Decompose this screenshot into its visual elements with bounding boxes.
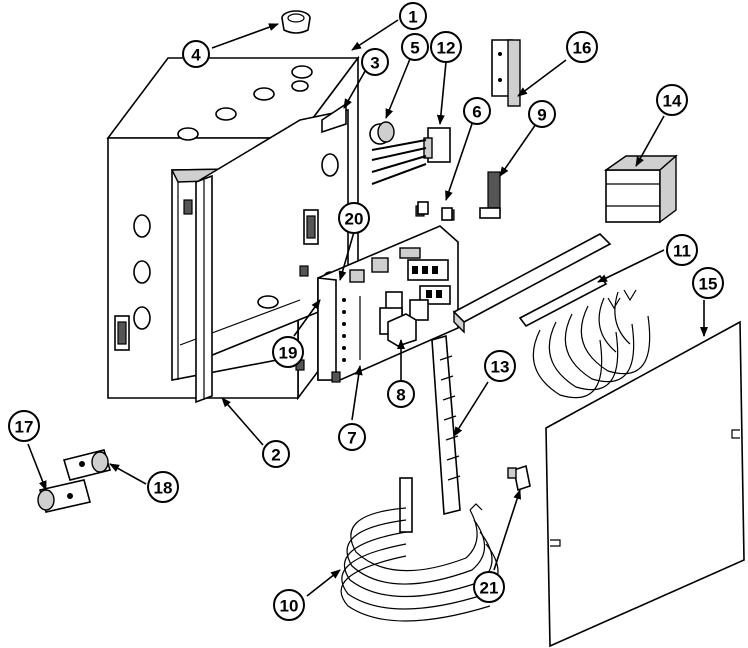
callout-1: 1 — [399, 2, 427, 30]
callout-12: 12 — [430, 31, 462, 63]
svg-text:3: 3 — [370, 54, 379, 73]
svg-text:8: 8 — [396, 386, 405, 405]
callout-16: 16 — [566, 31, 598, 63]
callout-11: 11 — [666, 234, 698, 266]
svg-text:16: 16 — [573, 39, 592, 58]
svg-text:1: 1 — [408, 8, 417, 27]
transformer — [603, 154, 678, 224]
side-rail — [321, 102, 347, 134]
cover-plug — [507, 464, 531, 492]
cover-panel — [545, 320, 745, 648]
callout-18: 18 — [147, 471, 179, 503]
svg-text:15: 15 — [699, 275, 718, 294]
circuit-board — [295, 205, 459, 383]
callout-9: 9 — [528, 100, 556, 128]
svg-text:10: 10 — [280, 597, 299, 616]
svg-text:20: 20 — [345, 210, 364, 229]
callout-13: 13 — [484, 350, 516, 382]
svg-text:19: 19 — [279, 344, 298, 363]
callout-3: 3 — [361, 48, 389, 76]
svg-text:21: 21 — [480, 579, 499, 598]
callout-10: 10 — [273, 589, 305, 621]
callout-2: 2 — [262, 440, 290, 468]
push-button — [369, 121, 395, 145]
callout-20: 20 — [338, 202, 370, 234]
svg-text:7: 7 — [347, 429, 356, 448]
callout-17: 17 — [8, 410, 40, 442]
svg-text:13: 13 — [491, 358, 510, 377]
relay-module — [387, 313, 417, 347]
grommet-bushing — [281, 10, 311, 34]
callout-4: 4 — [182, 40, 210, 68]
mounting-strip — [195, 174, 213, 404]
svg-text:5: 5 — [410, 39, 419, 58]
callout-8: 8 — [387, 380, 415, 408]
callout-19: 19 — [272, 336, 304, 368]
svg-text:2: 2 — [271, 446, 280, 465]
callout-5: 5 — [401, 33, 429, 61]
callout-6: 6 — [463, 97, 491, 125]
svg-text:4: 4 — [191, 46, 201, 65]
svg-text:12: 12 — [437, 39, 456, 58]
callout-21: 21 — [473, 571, 505, 603]
wire-connector — [371, 127, 451, 185]
leader-lines — [27, 19, 708, 597]
terminal-strip-horizontal — [452, 233, 651, 399]
wire-harness — [340, 477, 499, 622]
spacer-standoffs — [417, 201, 453, 221]
terminal-strip-vertical — [431, 334, 461, 516]
svg-text:17: 17 — [15, 418, 34, 437]
svg-text:6: 6 — [472, 103, 481, 122]
svg-text:18: 18 — [154, 479, 173, 498]
callout-15: 15 — [692, 267, 724, 299]
small-hinge — [37, 449, 112, 513]
svg-text:11: 11 — [673, 242, 691, 261]
door-hinge — [491, 39, 521, 107]
callout-7: 7 — [338, 423, 366, 451]
callout-14: 14 — [656, 84, 688, 116]
svg-text:9: 9 — [537, 106, 546, 125]
ribbon-connector — [479, 171, 501, 219]
svg-text:14: 14 — [663, 92, 682, 111]
